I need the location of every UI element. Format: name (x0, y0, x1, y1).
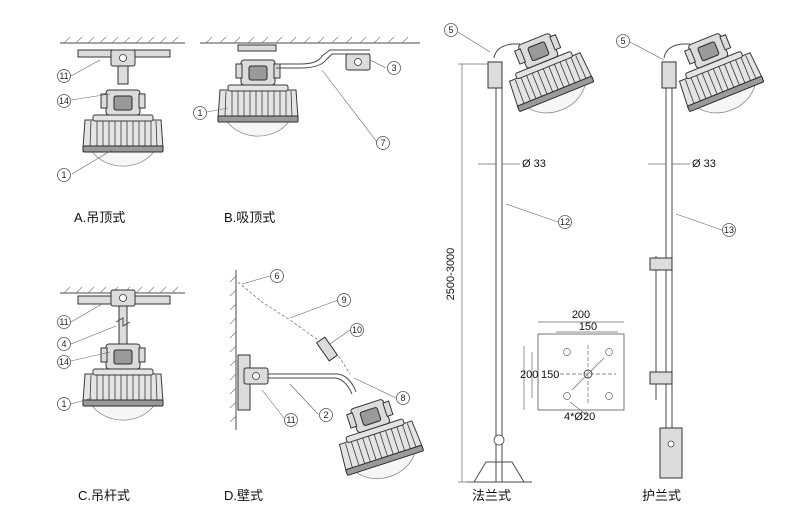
callout-a-14: 14 (57, 94, 71, 108)
svg-text:5: 5 (620, 36, 625, 46)
svg-text:4: 4 (61, 339, 66, 349)
config-guard-flange-pole (648, 23, 770, 479)
svg-text:14: 14 (59, 357, 69, 367)
callout-a-1: 1 (57, 168, 71, 182)
svg-text:2: 2 (323, 410, 328, 420)
config-c-rod (60, 286, 185, 421)
config-flange-pole (458, 23, 600, 483)
caption-c: C.吊杆式 (78, 488, 130, 503)
svg-text:12: 12 (560, 217, 570, 227)
config-b-ceiling (200, 36, 420, 137)
callout-d-2: 2 (319, 408, 333, 422)
callout-d-9: 9 (337, 293, 351, 307)
svg-text:11: 11 (59, 317, 68, 327)
callout-b-1: 1 (193, 106, 207, 120)
svg-text:1: 1 (61, 399, 66, 409)
plate-width-outer: 200 (572, 309, 590, 321)
plate-height-outer: 200 (520, 369, 538, 381)
svg-text:9: 9 (341, 295, 346, 305)
caption-a: A.吊顶式 (74, 210, 125, 225)
plate-height-inner: 150 (541, 369, 559, 381)
flange-plate-drawing (523, 321, 625, 417)
svg-text:11: 11 (59, 71, 68, 81)
leader-lines (70, 31, 723, 419)
callout-a-11: 11 (57, 69, 71, 83)
callout-c-4: 4 (57, 337, 71, 351)
callout-guard-5: 5 (616, 34, 630, 48)
callout-c-14: 14 (57, 355, 71, 369)
callout-d-11: 11 (284, 413, 298, 427)
callout-c-1: 1 (57, 397, 71, 411)
callout-d-10: 10 (350, 323, 364, 337)
svg-text:11: 11 (286, 415, 295, 425)
callout-c-11: 11 (57, 315, 71, 329)
caption-guard-flange: 护兰式 (642, 488, 681, 503)
callout-d-6: 6 (270, 269, 284, 283)
svg-text:1: 1 (197, 108, 202, 118)
svg-text:10: 10 (352, 325, 362, 335)
callout-b-7: 7 (376, 136, 390, 150)
svg-text:8: 8 (400, 393, 405, 403)
caption-b: B.吸顶式 (224, 210, 275, 225)
caption-flange: 法兰式 (472, 488, 511, 503)
svg-text:14: 14 (59, 96, 69, 106)
svg-text:3: 3 (391, 63, 396, 73)
config-d-wall (229, 270, 429, 490)
svg-text:13: 13 (724, 225, 734, 235)
plate-width-inner: 150 (579, 321, 597, 333)
callout-d-8: 8 (396, 391, 410, 405)
plate-holes-label: 4*Ø20 (564, 411, 595, 423)
callout-guard-13: 13 (722, 223, 736, 237)
pole-diameter-right: Ø 33 (692, 158, 716, 170)
callout-flange-12: 12 (558, 215, 572, 229)
pole-diameter-left: Ø 33 (522, 158, 546, 170)
callout-b-3: 3 (387, 61, 401, 75)
config-a-pendant (60, 36, 185, 167)
svg-text:5: 5 (448, 25, 453, 35)
svg-text:6: 6 (274, 271, 279, 281)
svg-text:1: 1 (61, 170, 66, 180)
svg-text:7: 7 (380, 138, 385, 148)
caption-d: D.壁式 (224, 488, 263, 503)
pole-height-label: 2500-3000 (445, 248, 457, 301)
callout-flange-5: 5 (444, 23, 458, 37)
